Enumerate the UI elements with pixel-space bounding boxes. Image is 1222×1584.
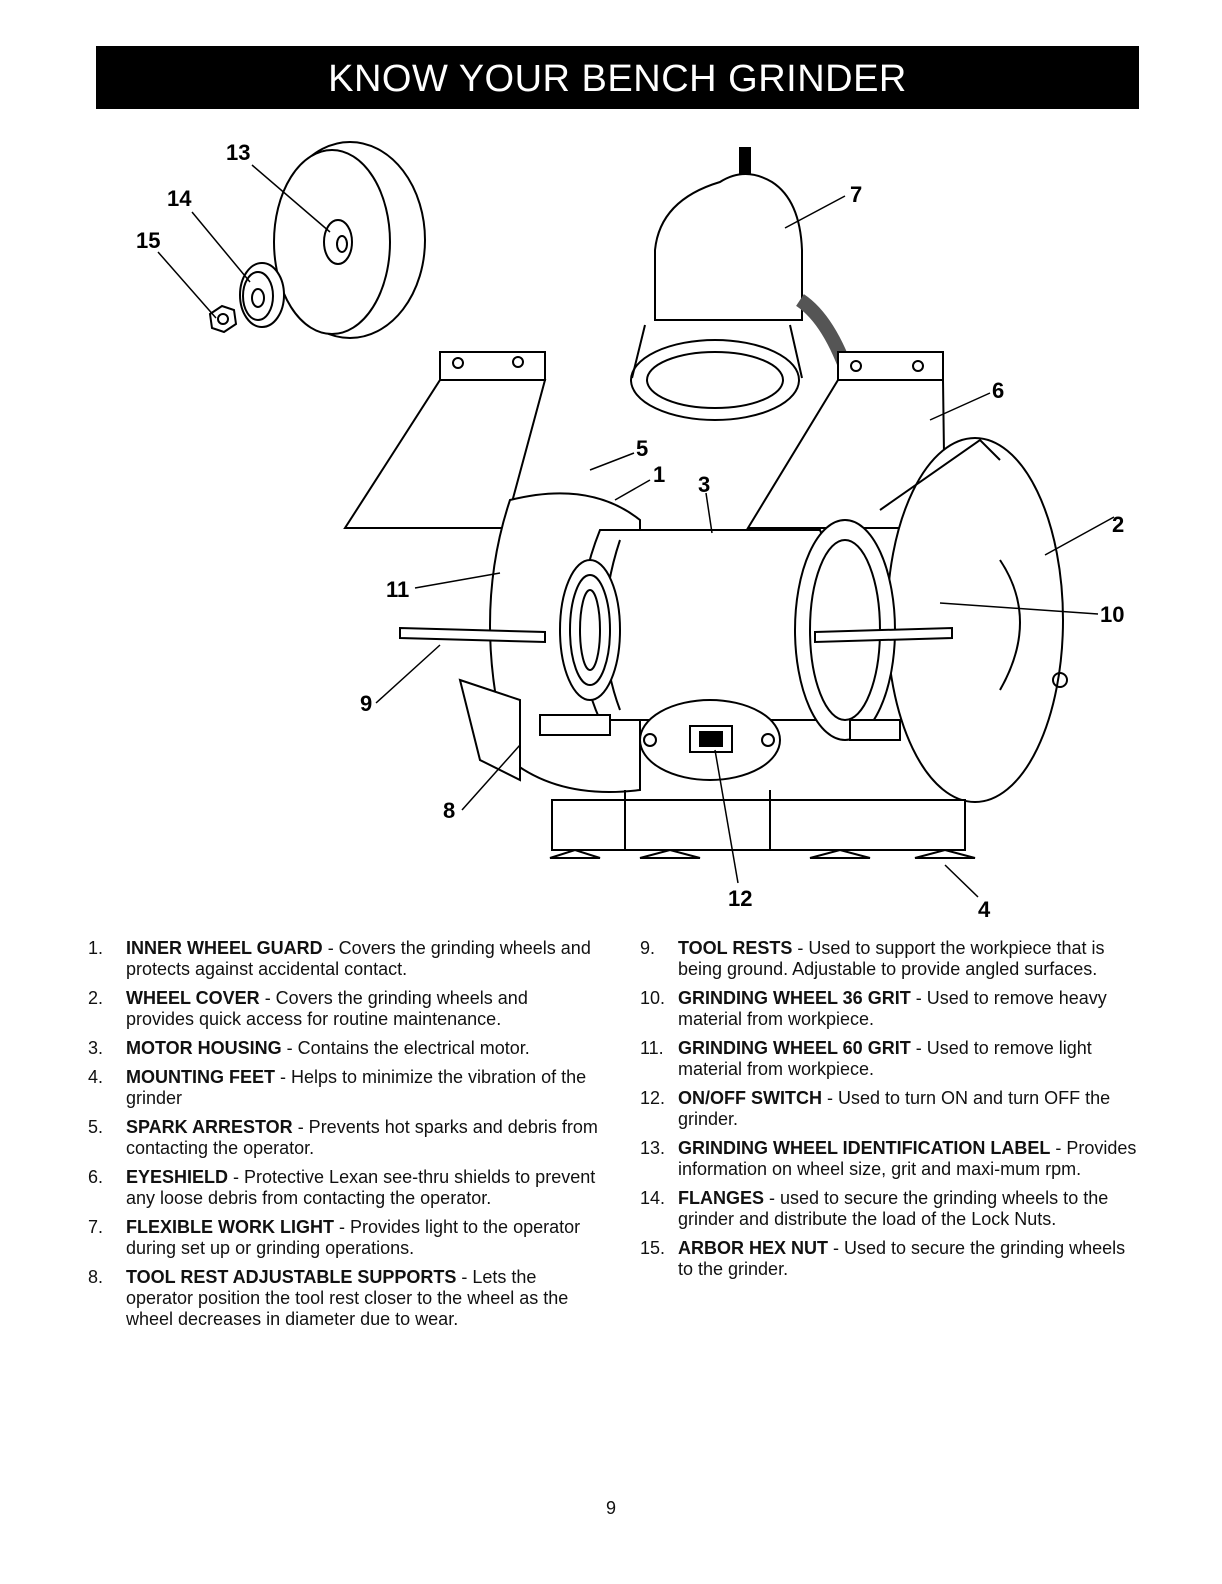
work-light xyxy=(630,147,857,421)
callout-4: 4 xyxy=(978,897,991,920)
list-item: 7.FLEXIBLE WORK LIGHT - Provides light t… xyxy=(88,1217,581,1258)
eyeshields xyxy=(343,351,947,529)
callout-numbers: 1 2 3 4 5 6 7 8 9 10 11 12 13 14 15 xyxy=(136,140,1124,920)
list-item: 3.MOTOR HOUSING - Contains the electrica… xyxy=(88,1038,530,1058)
motor-housing xyxy=(559,519,896,741)
callout-10: 10 xyxy=(1100,602,1124,627)
callout-6: 6 xyxy=(992,378,1004,403)
callout-5: 5 xyxy=(636,436,648,461)
page-title: KNOW YOUR BENCH GRINDER xyxy=(96,46,1139,109)
parts-list-left: 1.INNER WHEEL GUARD - Covers the grindin… xyxy=(88,938,598,1338)
list-item: 2.WHEEL COVER - Covers the grinding whee… xyxy=(88,988,528,1029)
list-item: 4.MOUNTING FEET - Helps to minimize the … xyxy=(88,1067,587,1108)
list-item: 14.FLANGES - used to secure the grinding… xyxy=(640,1188,1109,1229)
callout-3: 3 xyxy=(698,472,710,497)
list-item: 10.GRINDING WHEEL 36 GRIT - Used to remo… xyxy=(640,988,1107,1029)
callout-11: 11 xyxy=(386,577,409,602)
callout-9: 9 xyxy=(360,691,372,716)
exploded-wheel-parts xyxy=(208,141,426,339)
list-item: 5.SPARK ARRESTOR - Prevents hot sparks a… xyxy=(88,1117,598,1158)
base-and-switch xyxy=(549,699,976,859)
page-number: 9 xyxy=(605,1498,616,1518)
bench-grinder-diagram: 1 2 3 4 5 6 7 8 9 10 11 12 13 14 15 xyxy=(136,140,1124,920)
list-item: 13.GRINDING WHEEL IDENTIFICATION LABEL -… xyxy=(640,1138,1137,1179)
callout-2: 2 xyxy=(1112,512,1124,537)
callout-7: 7 xyxy=(850,182,862,207)
list-item: 12.ON/OFF SWITCH - Used to turn ON and t… xyxy=(640,1088,1111,1129)
callout-13: 13 xyxy=(226,140,250,165)
callout-1: 1 xyxy=(653,462,665,487)
callout-14: 14 xyxy=(167,186,192,211)
callout-12: 12 xyxy=(728,886,752,911)
list-item: 1.INNER WHEEL GUARD - Covers the grindin… xyxy=(88,938,591,979)
parts-list-right: 9.TOOL RESTS - Used to support the workp… xyxy=(640,938,1145,1288)
list-item: 9.TOOL RESTS - Used to support the workp… xyxy=(640,938,1105,979)
callout-8: 8 xyxy=(443,798,455,823)
list-item: 15.ARBOR HEX NUT - Used to secure the gr… xyxy=(640,1238,1126,1279)
list-item: 11.GRINDING WHEEL 60 GRIT - Used to remo… xyxy=(640,1038,1092,1079)
list-item: 8.TOOL REST ADJUSTABLE SUPPORTS - Lets t… xyxy=(88,1267,569,1329)
leader-lines xyxy=(157,164,1115,898)
list-item: 6.EYESHIELD - Protective Lexan see-thru … xyxy=(88,1167,596,1208)
tool-rests xyxy=(399,626,953,782)
callout-15: 15 xyxy=(136,228,160,253)
